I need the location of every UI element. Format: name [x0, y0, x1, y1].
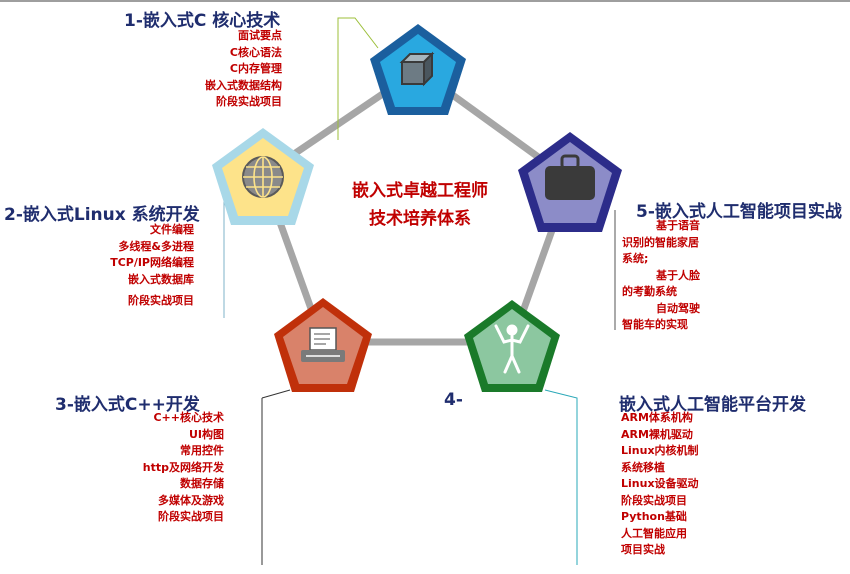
- cube-icon: [399, 51, 435, 87]
- top-divider: [0, 0, 850, 2]
- module-2-title: 2-嵌入式Linux 系统开发: [4, 205, 200, 225]
- node-5: [518, 132, 622, 232]
- module-1-item: C核心语法: [229, 45, 282, 59]
- module-2-items: 文件编程 多线程&多进程 TCP/IP网络编程 嵌入式数据库 阶段实战项目: [100, 222, 194, 310]
- module-5-item: 的考勤系统: [622, 285, 677, 298]
- leader-line-4: [544, 389, 578, 565]
- module-1-item: 面试要点: [238, 29, 282, 42]
- module-4-item: Python基础: [621, 510, 687, 523]
- node-3: [274, 298, 372, 392]
- module-4-item: ARM体系机构: [621, 411, 693, 424]
- module-5-title: 5-嵌入式人工智能项目实战: [636, 202, 842, 222]
- module-4-item: 人工智能应用: [621, 526, 687, 540]
- module-4-item: Linux设备驱动: [621, 477, 699, 490]
- module-3-item: 常用控件: [180, 444, 224, 457]
- module-4-item: ARM裸机驱动: [621, 427, 693, 441]
- node-2: [212, 128, 314, 225]
- module-1-item: 嵌入式数据结构: [205, 78, 282, 92]
- center-title-line-2: 技术培养体系: [369, 209, 471, 229]
- module-3-item: 阶段实战项目: [158, 510, 224, 523]
- module-4-item: 系统移植: [621, 460, 665, 474]
- module-1-item: 阶段实战项目: [216, 95, 282, 108]
- module-4-number: 4-: [444, 390, 463, 410]
- printer-icon: [301, 327, 345, 362]
- module-4-item: 阶段实战项目: [621, 493, 687, 507]
- node-1: [370, 24, 466, 115]
- module-1-items: 面试要点 C核心语法 C内存管理 嵌入式数据结构 阶段实战项目: [190, 28, 282, 111]
- globe-icon: [242, 156, 284, 198]
- module-3-item: C++核心技术: [153, 411, 224, 424]
- briefcase-icon: [545, 154, 595, 200]
- module-3-title: 3-嵌入式C++开发: [55, 395, 200, 415]
- module-2-item: 嵌入式数据库: [128, 272, 194, 286]
- module-1-title: 1-嵌入式C 核心技术: [124, 11, 281, 31]
- module-3-item: http及网络开发: [142, 460, 224, 474]
- module-3-item: 数据存储: [180, 477, 224, 490]
- module-5-item: 智能车的实现: [622, 318, 688, 331]
- module-4-title: 嵌入式人工智能平台开发: [619, 395, 806, 415]
- node-4: [464, 300, 560, 392]
- module-2-item: 多线程&多进程: [118, 239, 194, 253]
- leader-lines: [223, 17, 616, 565]
- module-2-item: 阶段实战项目: [128, 294, 194, 307]
- module-3-item: UI构图: [188, 427, 224, 441]
- module-4-item: 项目实战: [621, 543, 665, 556]
- module-5-items: 基于语音 识别的智能家居 系统; 基于人脸 的考勤系统 自动驾驶 智能车的实现: [622, 218, 702, 334]
- module-2-item: 文件编程: [150, 223, 194, 236]
- module-5-item: 识别的智能家居: [622, 235, 699, 249]
- module-3-items: C++核心技术 UI构图 常用控件 http及网络开发 数据存储 多媒体及游戏 …: [130, 410, 224, 526]
- module-5-item: 基于人脸: [656, 268, 700, 282]
- module-3-item: 多媒体及游戏: [158, 493, 224, 507]
- person-icon: [494, 324, 530, 374]
- leader-line-3b: [261, 389, 291, 399]
- module-5-item: 自动驾驶: [656, 301, 700, 315]
- leader-line-1: [337, 17, 379, 140]
- module-4-items: ARM体系机构 ARM裸机驱动 Linux内核机制 系统移植 Linux设备驱动…: [621, 410, 699, 559]
- module-2-item: TCP/IP网络编程: [110, 256, 194, 269]
- module-1-item: C内存管理: [229, 62, 282, 75]
- module-5-item: 系统;: [622, 252, 649, 265]
- module-5-item: 基于语音: [656, 219, 700, 232]
- center-title-line-1: 嵌入式卓越工程师: [352, 181, 488, 201]
- module-4-item: Linux内核机制: [621, 444, 699, 457]
